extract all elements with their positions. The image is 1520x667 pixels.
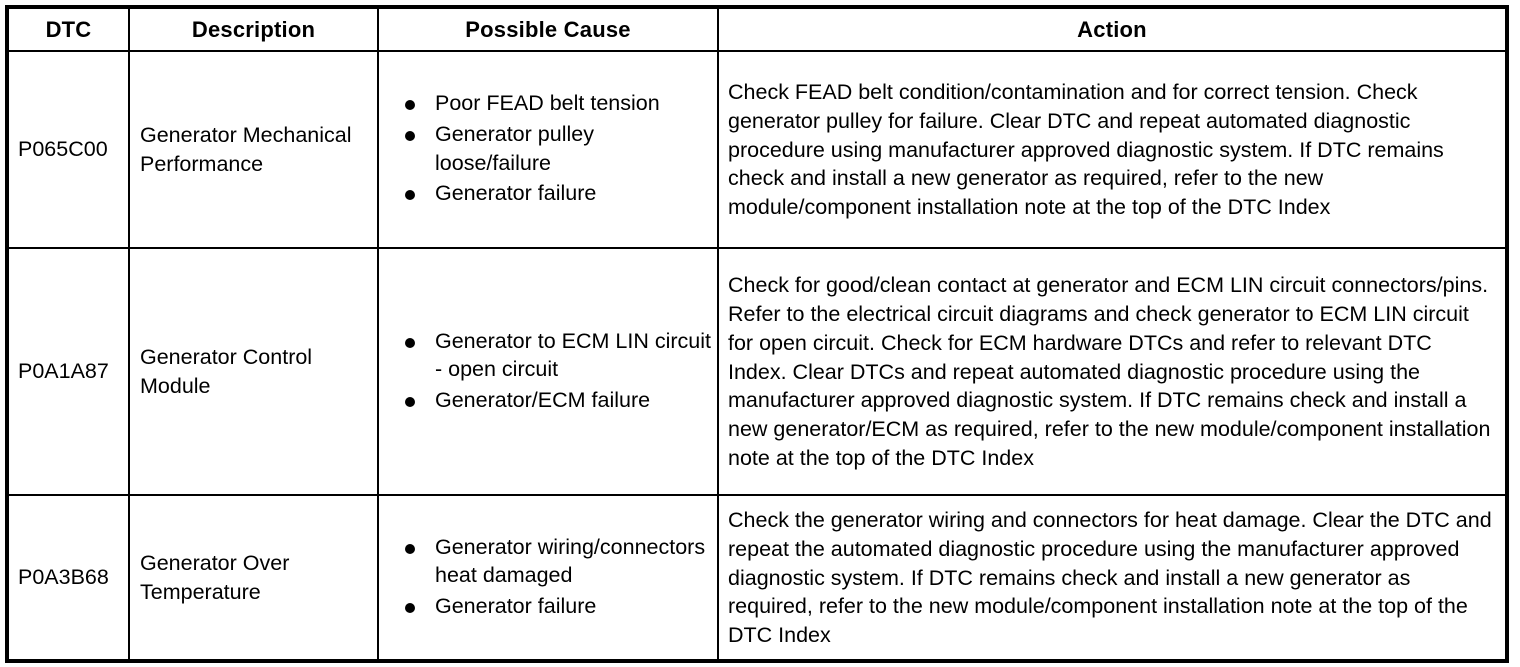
bullet-icon: [405, 543, 415, 554]
description-text: Generator Over Temperature: [140, 551, 290, 604]
bullet-icon: [405, 100, 415, 111]
table-header: DTC Description Possible Cause Action: [6, 6, 1508, 52]
list-item: Poor FEAD belt tension: [401, 89, 711, 118]
possible-cause-list: Generator to ECM LIN circuit - open circ…: [401, 327, 711, 415]
list-item: Generator pulley loose/failure: [401, 120, 711, 177]
cell-description: Generator Over Temperature: [128, 494, 379, 662]
column-header-description: Description: [128, 6, 379, 52]
list-item-label: Generator failure: [435, 593, 597, 618]
dtc-code-text: P0A3B68: [18, 565, 109, 590]
cell-dtc-code: P065C00: [6, 50, 130, 249]
table-body: P065C00 Generator Mechanical Performance…: [6, 50, 1508, 662]
possible-cause-content: Generator to ECM LIN circuit - open circ…: [379, 323, 717, 421]
description-text: Generator Control Module: [140, 345, 313, 398]
bullet-icon: [405, 396, 415, 407]
action-text: Check FEAD belt condition/contamination …: [728, 79, 1444, 220]
dtc-code-text: P0A1A87: [18, 359, 109, 384]
cell-action: Check the generator wiring and connector…: [717, 494, 1508, 662]
cell-possible-cause: Generator to ECM LIN circuit - open circ…: [377, 247, 719, 496]
bullet-icon: [405, 337, 415, 348]
list-item-label: Poor FEAD belt tension: [435, 91, 660, 116]
cell-action: Check for good/clean contact at generato…: [717, 247, 1508, 496]
cell-description: Generator Control Module: [128, 247, 379, 496]
list-item-label: Generator/ECM failure: [435, 387, 651, 412]
list-item-label: Generator to ECM LIN circuit - open circ…: [435, 328, 712, 382]
column-header-action: Action: [717, 6, 1508, 52]
cell-description: Generator Mechanical Performance: [128, 50, 379, 249]
column-header-possible-cause: Possible Cause: [377, 6, 719, 52]
bullet-icon: [405, 602, 415, 613]
list-item-label: Generator wiring/connectors heat damaged: [435, 534, 706, 588]
possible-cause-content: Generator wiring/connectors heat damaged…: [379, 529, 717, 627]
table-header-row: DTC Description Possible Cause Action: [6, 6, 1508, 52]
cell-dtc-code: P0A3B68: [6, 494, 130, 662]
action-text: Check the generator wiring and connector…: [728, 507, 1492, 648]
cell-dtc-code: P0A1A87: [6, 247, 130, 496]
list-item: Generator to ECM LIN circuit - open circ…: [401, 327, 711, 384]
action-text: Check for good/clean contact at generato…: [728, 272, 1491, 471]
description-text: Generator Mechanical Performance: [140, 123, 352, 176]
list-item: Generator wiring/connectors heat damaged: [401, 533, 711, 590]
dtc-code-text: P065C00: [18, 137, 108, 162]
list-item: Generator failure: [401, 592, 711, 621]
possible-cause-list: Generator wiring/connectors heat damaged…: [401, 533, 711, 621]
table-row: P065C00 Generator Mechanical Performance…: [6, 50, 1508, 249]
bullet-icon: [405, 130, 415, 141]
possible-cause-list: Poor FEAD belt tension Generator pulley …: [401, 89, 711, 207]
table-row: P0A3B68 Generator Over Temperature Gener…: [6, 494, 1508, 662]
list-item: Generator/ECM failure: [401, 386, 711, 415]
column-header-dtc: DTC: [6, 6, 130, 52]
cell-action: Check FEAD belt condition/contamination …: [717, 50, 1508, 249]
bullet-icon: [405, 190, 415, 201]
list-item: Generator failure: [401, 179, 711, 208]
cell-possible-cause: Poor FEAD belt tension Generator pulley …: [377, 50, 719, 249]
list-item-label: Generator failure: [435, 181, 597, 206]
dtc-fault-table: DTC Description Possible Cause Action P0…: [5, 5, 1509, 663]
list-item-label: Generator pulley loose/failure: [435, 121, 594, 175]
cell-possible-cause: Generator wiring/connectors heat damaged…: [377, 494, 719, 662]
possible-cause-content: Poor FEAD belt tension Generator pulley …: [379, 85, 717, 213]
table-row: P0A1A87 Generator Control Module Generat…: [6, 247, 1508, 496]
dtc-index-page: DTC Description Possible Cause Action P0…: [0, 5, 1520, 667]
